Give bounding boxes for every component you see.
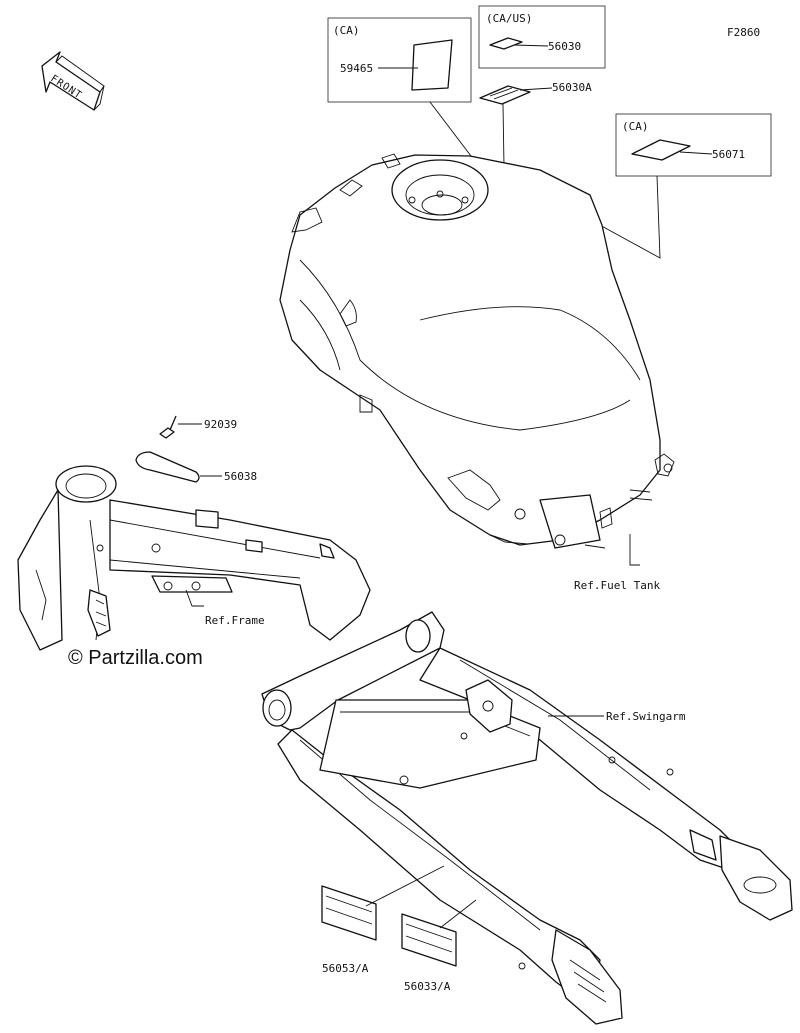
- swingarm: Ref.Swingarm: [261, 611, 793, 1025]
- labels-56033-A: 56033/A: [401, 899, 477, 993]
- front-arrow-icon: FRONT: [41, 51, 105, 111]
- labels-56053-A: 56053/A: [321, 865, 445, 975]
- part-number-56030: 56030: [548, 40, 581, 53]
- part-number-56071: 56071: [712, 148, 745, 161]
- part-number-56038: 56038: [224, 470, 257, 483]
- watermark: © Partzilla.com: [68, 647, 203, 669]
- part-number-92039: 92039: [204, 418, 237, 431]
- callout-box-56030: (CA/US) 56030: [478, 5, 606, 69]
- figure-code: F2860: [727, 26, 760, 39]
- fuel-tank: Ref.Fuel Tank: [279, 153, 675, 592]
- part-number-56033-A: 56033/A: [404, 980, 451, 993]
- ref-fuel-tank: Ref.Fuel Tank: [574, 579, 660, 592]
- callout-box-59465: (CA) 59465: [327, 17, 475, 161]
- plate-56038: 56038: [135, 451, 257, 483]
- part-number-56030A: 56030A: [552, 81, 592, 94]
- part-number-56053-A: 56053/A: [322, 962, 369, 975]
- bolt-92039: 92039: [159, 415, 237, 439]
- part-number-59465: 59465: [340, 62, 373, 75]
- callout-tag: (CA/US): [486, 12, 532, 25]
- callout-tag: (CA): [333, 24, 360, 37]
- frame: Ref.Frame: [17, 465, 371, 651]
- ref-swingarm: Ref.Swingarm: [606, 710, 686, 723]
- callout-tag: (CA): [622, 120, 649, 133]
- ref-frame: Ref.Frame: [205, 614, 265, 627]
